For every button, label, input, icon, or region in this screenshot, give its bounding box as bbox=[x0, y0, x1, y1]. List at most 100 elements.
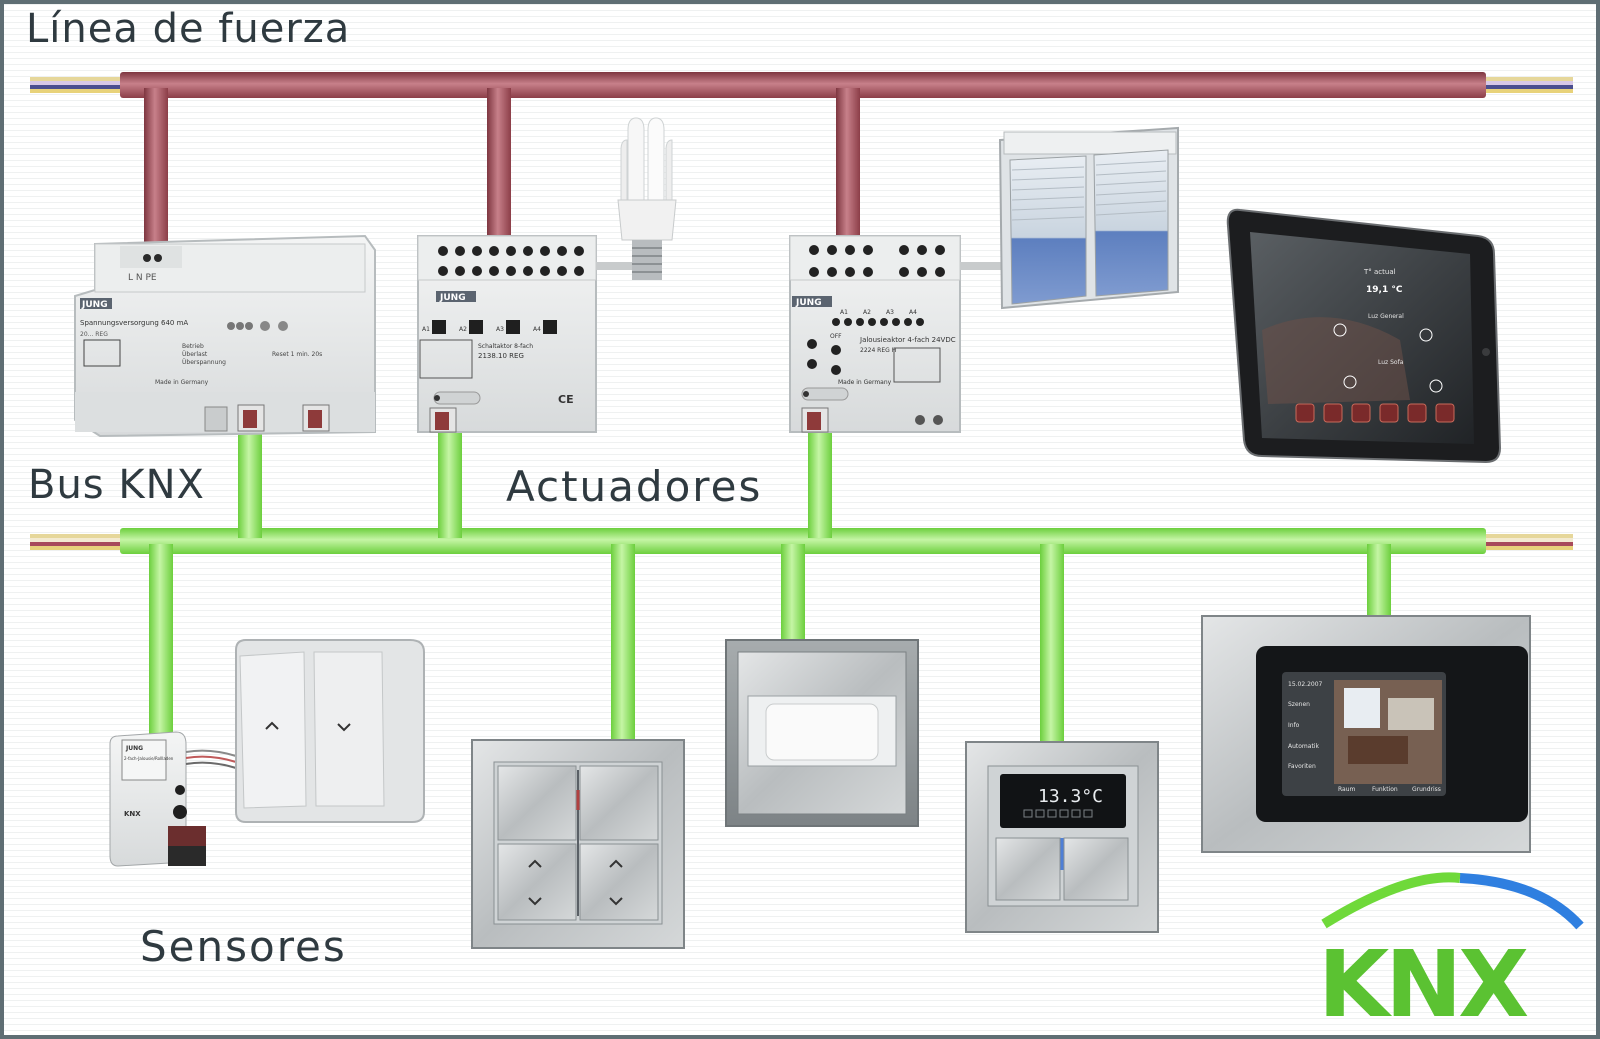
label-bus-knx: Bus KNX bbox=[28, 462, 205, 508]
supply-status-1: Betrieb bbox=[182, 343, 204, 350]
tablet-item-2: Luz Sofa bbox=[1378, 359, 1404, 366]
bus-wire-end-right bbox=[1480, 534, 1573, 550]
supply-reset-label: Reset 1 min. 20s bbox=[272, 351, 322, 358]
supply-status-2: Überlast bbox=[182, 351, 208, 358]
chevron-up-icon bbox=[609, 859, 623, 868]
knx-logo-arc-green bbox=[1321, 872, 1461, 929]
tablet-item-1: Luz General bbox=[1368, 313, 1404, 320]
touch-panel-tab-1: Raum bbox=[1338, 786, 1356, 793]
motion-sensor-lens bbox=[765, 703, 879, 761]
supply-reset-button-2 bbox=[278, 321, 288, 331]
blind-window-wire bbox=[960, 262, 1004, 270]
thermostat-temperature: 13.3°C bbox=[1038, 786, 1103, 807]
bus-drop-blind-actuator bbox=[808, 432, 832, 538]
outdoor-push-button bbox=[235, 639, 425, 823]
blind-off-label: OFF bbox=[830, 333, 842, 340]
blind-channel-label-a2: A2 bbox=[863, 309, 871, 316]
switch-channel-label-a1: A1 bbox=[422, 326, 430, 333]
supply-led-2 bbox=[236, 322, 244, 330]
switch-brand: JUNG bbox=[439, 293, 466, 303]
power-drop-supply bbox=[144, 88, 168, 248]
tablet-home-button bbox=[1482, 348, 1490, 356]
thermostat-button-right bbox=[1063, 837, 1129, 901]
cfl-bulb-icon bbox=[617, 117, 677, 280]
supply-model: 20... REG bbox=[80, 331, 108, 338]
bus-drop-supply bbox=[238, 432, 262, 538]
chevron-up-icon bbox=[528, 859, 542, 868]
touch-panel-tab-2: Funktion bbox=[1372, 786, 1398, 793]
blind-origin: Made in Germany bbox=[838, 379, 892, 386]
power-drop-blind-actuator bbox=[836, 88, 860, 240]
blind-button-3 bbox=[831, 345, 841, 355]
blind-channel-label-a4: A4 bbox=[909, 309, 917, 316]
tablet-light-icon-1 bbox=[1333, 323, 1347, 337]
touch-panel-menu-4: Favoriten bbox=[1288, 763, 1316, 770]
bus-wire-end-left bbox=[30, 534, 125, 550]
supply-bus-terminal-2 bbox=[308, 410, 322, 428]
switch-channel-a2 bbox=[469, 320, 483, 334]
switch-channel-label-a3: A3 bbox=[496, 326, 504, 333]
label-actuators: Actuadores bbox=[506, 462, 763, 511]
tablet-dock-icons bbox=[1295, 403, 1455, 423]
coupler-prog-led bbox=[173, 805, 187, 819]
knx-logo-arc-blue bbox=[1459, 873, 1584, 930]
power-supply-module: L N PE JUNG Spannungsversorgung 640 mA 2… bbox=[74, 234, 376, 438]
blind-bus-terminal bbox=[807, 412, 821, 430]
blind-channel-label-a3: A3 bbox=[886, 309, 894, 316]
switch-terminals bbox=[438, 246, 584, 276]
switch-channel-a4 bbox=[543, 320, 557, 334]
bus-drop-push-button bbox=[611, 544, 635, 740]
power-wire-end-right bbox=[1480, 77, 1573, 93]
label-sensors: Sensores bbox=[140, 922, 347, 971]
bus-drop-motion-detector bbox=[781, 544, 805, 644]
supply-bus-terminal bbox=[243, 410, 257, 428]
power-line-main bbox=[120, 72, 1486, 98]
touch-panel: 15.02.2007 Szenen Info Automatik Favorit… bbox=[1201, 615, 1531, 853]
chevron-down-icon bbox=[609, 897, 623, 906]
coupler-logo: KNX bbox=[124, 810, 141, 818]
power-drop-switch-actuator bbox=[487, 88, 511, 240]
supply-status-3: Überspannung bbox=[182, 359, 226, 366]
push-rocker-top-right bbox=[579, 765, 659, 841]
tablet-temp-label: T° actual bbox=[1363, 268, 1396, 276]
supply-reset-button bbox=[260, 321, 270, 331]
thermostat-button-left bbox=[995, 837, 1061, 901]
room-thermostat: 13.3°C bbox=[965, 741, 1159, 933]
thermostat-status-icons bbox=[1023, 809, 1093, 818]
push-rocker-top-left bbox=[497, 765, 577, 841]
switch-channel-a1 bbox=[432, 320, 446, 334]
blind-title: Jalousieaktor 4-fach 24VDC bbox=[859, 336, 956, 344]
switch-bus-terminal bbox=[435, 412, 449, 430]
blind-brand-badge bbox=[792, 296, 832, 307]
chevron-down-icon bbox=[528, 897, 542, 906]
coupler-ribbon-cable bbox=[185, 749, 237, 769]
bus-coupler-module: JUNG 2-fach-Jalousie/Rollladen KNX bbox=[109, 731, 237, 867]
switch-brand-badge bbox=[436, 291, 476, 302]
supply-origin: Made in Germany bbox=[155, 379, 209, 386]
touch-panel-menu-3: Automatik bbox=[1288, 743, 1319, 750]
tablet-light-icon-3 bbox=[1343, 375, 1357, 389]
coupler-bus-terminal bbox=[168, 826, 206, 846]
supply-brand: JUNG bbox=[81, 300, 108, 310]
supply-title: Spannungsversorgung 640 mA bbox=[80, 319, 188, 327]
bus-drop-touch-panel bbox=[1367, 544, 1391, 618]
blind-model: 2224 REG H bbox=[860, 347, 896, 354]
touch-panel-menu-1: Szenen bbox=[1288, 701, 1310, 708]
window-shutter-icon bbox=[998, 126, 1179, 310]
push-rocker-bottom-left bbox=[497, 843, 577, 921]
switch-channel-label-a2: A2 bbox=[459, 326, 467, 333]
tablet-light-icon-4 bbox=[1429, 379, 1443, 393]
switch-model: 2138.10 REG bbox=[478, 352, 524, 360]
blind-button-1 bbox=[807, 339, 817, 349]
switch-channel-a3 bbox=[506, 320, 520, 334]
chevron-down-icon bbox=[337, 723, 351, 732]
bus-drop-coupler bbox=[149, 544, 173, 740]
bus-drop-switch-actuator bbox=[438, 432, 462, 538]
blind-channel-leds bbox=[832, 318, 924, 326]
coupler-title: 2-fach-Jalousie/Rollladen bbox=[124, 756, 174, 761]
supply-led-3 bbox=[245, 322, 253, 330]
